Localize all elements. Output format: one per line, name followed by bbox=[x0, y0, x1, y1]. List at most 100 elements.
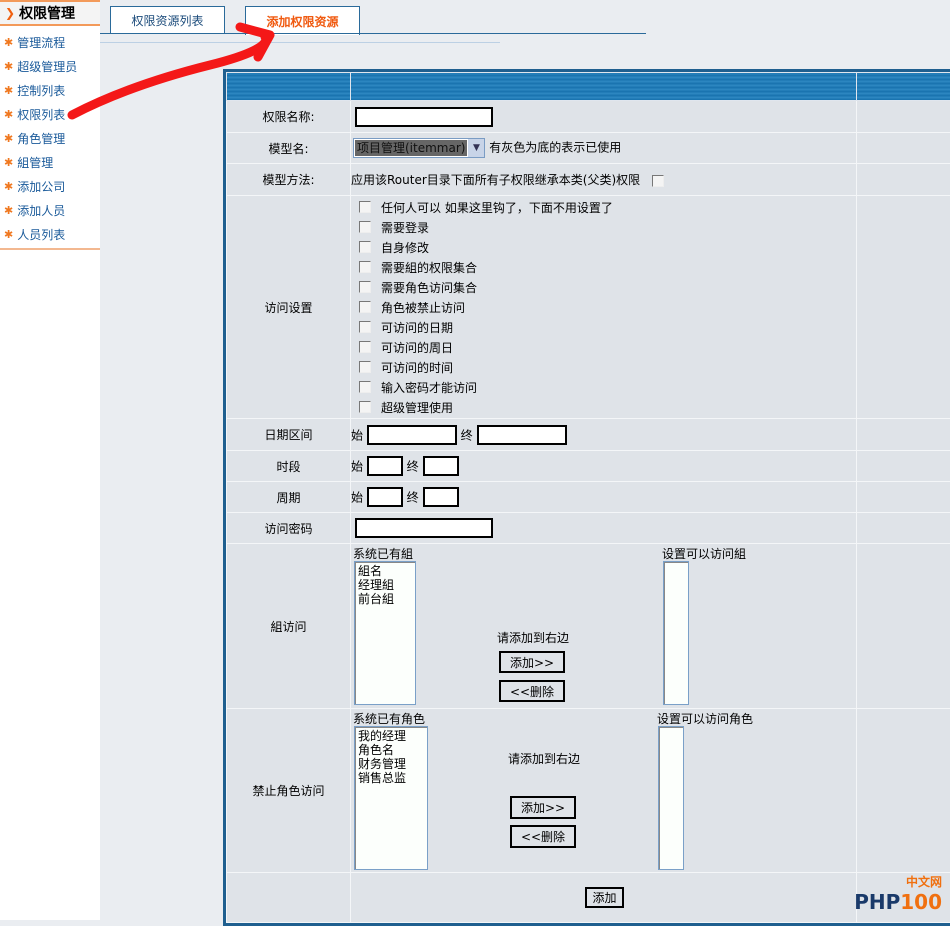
checkbox[interactable] bbox=[359, 301, 371, 313]
star-icon: ✱ bbox=[4, 228, 13, 241]
option-label: 需要登录 bbox=[381, 219, 429, 236]
checkbox[interactable] bbox=[359, 241, 371, 253]
access-option[interactable]: 需要登录 bbox=[351, 217, 856, 237]
sidebar-item[interactable]: ✱超级管理员 bbox=[0, 54, 100, 78]
access-option[interactable]: 需要角色访问集合 bbox=[351, 277, 856, 297]
role-target-label: 设置可以访问角色 bbox=[657, 710, 753, 727]
list-item[interactable]: 经理組 bbox=[358, 578, 412, 592]
access-option[interactable]: 自身修改 bbox=[351, 237, 856, 257]
option-label: 需要組的权限集合 bbox=[381, 259, 477, 276]
end-label: 终 bbox=[461, 428, 473, 442]
add-role-button[interactable]: 添加>> bbox=[510, 796, 576, 819]
sidebar-divider bbox=[0, 248, 100, 250]
period-start-input[interactable] bbox=[367, 456, 403, 476]
hint-text: 请添加到右边 bbox=[497, 629, 569, 646]
add-group-button[interactable]: 添加>> bbox=[499, 651, 565, 673]
list-item[interactable]: 销售总监 bbox=[358, 771, 424, 785]
star-icon: ✱ bbox=[4, 156, 13, 169]
date-label: 日期区间 bbox=[227, 419, 351, 451]
sidebar-title: ❯权限管理 bbox=[0, 0, 100, 26]
submit-button[interactable]: 添加 bbox=[585, 887, 624, 908]
remove-role-button[interactable]: <<删除 bbox=[510, 825, 576, 848]
sidebar-item[interactable]: ✱添加人员 bbox=[0, 198, 100, 222]
option-label: 输入密码才能访问 bbox=[381, 379, 477, 396]
checkbox[interactable] bbox=[359, 221, 371, 233]
model-select[interactable]: 项目管理(itemmar)▼ bbox=[353, 138, 485, 158]
inherit-checkbox[interactable] bbox=[652, 175, 664, 187]
sidebar-item[interactable]: ✱控制列表 bbox=[0, 78, 100, 102]
add-permission-form: 权限名称: 模型名: 项目管理(itemmar)▼ 有灰色为底的表示已使用 模型… bbox=[223, 69, 950, 926]
checkbox[interactable] bbox=[359, 361, 371, 373]
option-label: 可访问的时间 bbox=[381, 359, 453, 376]
star-icon: ✱ bbox=[4, 60, 13, 73]
access-option[interactable]: 超级管理使用 bbox=[351, 397, 856, 417]
role-label: 禁止角色访问 bbox=[227, 709, 351, 873]
list-item[interactable]: 角色名 bbox=[358, 743, 424, 757]
access-option[interactable]: 可访问的时间 bbox=[351, 357, 856, 377]
date-end-input[interactable] bbox=[477, 425, 567, 445]
period-end-input[interactable] bbox=[423, 456, 459, 476]
date-start-input[interactable] bbox=[367, 425, 457, 445]
permission-name-input[interactable] bbox=[355, 107, 493, 127]
checkbox[interactable] bbox=[359, 261, 371, 273]
list-item[interactable]: 組名 bbox=[358, 564, 412, 578]
cycle-label: 周期 bbox=[227, 482, 351, 513]
list-item[interactable]: 前台組 bbox=[358, 592, 412, 606]
model-label: 模型名: bbox=[227, 133, 351, 164]
access-option[interactable]: 需要組的权限集合 bbox=[351, 257, 856, 277]
sidebar-item[interactable]: ✱权限列表 bbox=[0, 102, 100, 126]
cycle-end-input[interactable] bbox=[423, 487, 459, 507]
star-icon: ✱ bbox=[4, 132, 13, 145]
star-icon: ✱ bbox=[4, 204, 13, 217]
end-label: 终 bbox=[407, 460, 419, 474]
cycle-start-input[interactable] bbox=[367, 487, 403, 507]
group-target-label: 设置可以访问組 bbox=[662, 545, 746, 562]
checkbox[interactable] bbox=[359, 321, 371, 333]
star-icon: ✱ bbox=[4, 84, 13, 97]
list-item[interactable]: 我的经理 bbox=[358, 729, 424, 743]
role-target-list[interactable] bbox=[658, 726, 684, 870]
tab-divider bbox=[100, 33, 646, 34]
checkbox[interactable] bbox=[359, 401, 371, 413]
access-option[interactable]: 角色被禁止访问 bbox=[351, 297, 856, 317]
option-label: 可访问的周日 bbox=[381, 339, 453, 356]
sidebar-item[interactable]: ✱組管理 bbox=[0, 150, 100, 174]
list-item[interactable]: 财务管理 bbox=[358, 757, 424, 771]
table-header bbox=[227, 73, 950, 101]
role-existing-label: 系统已有角色 bbox=[353, 710, 425, 727]
sidebar-item[interactable]: ✱添加公司 bbox=[0, 174, 100, 198]
tab-add-resource[interactable]: 添加权限资源 bbox=[245, 6, 360, 35]
group-target-list[interactable] bbox=[663, 561, 689, 705]
sidebar-item[interactable]: ✱角色管理 bbox=[0, 126, 100, 150]
access-options: 任何人可以 如果这里钩了，下面不用设置了需要登录自身修改需要組的权限集合需要角色… bbox=[351, 196, 857, 419]
access-option[interactable]: 可访问的周日 bbox=[351, 337, 856, 357]
checkbox[interactable] bbox=[359, 281, 371, 293]
access-option[interactable]: 输入密码才能访问 bbox=[351, 377, 856, 397]
model-hint: 有灰色为底的表示已使用 bbox=[489, 141, 621, 155]
checkbox[interactable] bbox=[359, 381, 371, 393]
star-icon: ✱ bbox=[4, 180, 13, 193]
divider bbox=[100, 42, 500, 43]
php100-logo: 中文网 PHP100 bbox=[854, 873, 942, 914]
group-existing-list[interactable]: 組名 经理組 前台組 bbox=[354, 561, 416, 705]
password-input[interactable] bbox=[355, 518, 493, 538]
chevron-down-icon: ▼ bbox=[468, 139, 484, 157]
access-option[interactable]: 任何人可以 如果这里钩了，下面不用设置了 bbox=[351, 197, 856, 217]
sidebar-item[interactable]: ✱人员列表 bbox=[0, 222, 100, 246]
hint-text: 请添加到右边 bbox=[508, 750, 580, 767]
checkbox[interactable] bbox=[359, 341, 371, 353]
start-label: 始 bbox=[351, 460, 363, 474]
access-option[interactable]: 可访问的日期 bbox=[351, 317, 856, 337]
checkbox[interactable] bbox=[359, 201, 371, 213]
star-icon: ✱ bbox=[4, 108, 13, 121]
group-existing-label: 系统已有組 bbox=[353, 545, 413, 562]
tab-resource-list[interactable]: 权限资源列表 bbox=[110, 6, 225, 34]
name-label: 权限名称: bbox=[227, 101, 351, 133]
chevron-right-icon: ❯ bbox=[5, 6, 15, 20]
role-existing-list[interactable]: 我的经理 角色名 财务管理 销售总监 bbox=[354, 726, 428, 870]
start-label: 始 bbox=[351, 428, 363, 442]
remove-group-button[interactable]: <<删除 bbox=[499, 680, 565, 702]
star-icon: ✱ bbox=[4, 36, 13, 49]
sidebar-item[interactable]: ✱管理流程 bbox=[0, 30, 100, 54]
group-label: 組访问 bbox=[227, 544, 351, 709]
